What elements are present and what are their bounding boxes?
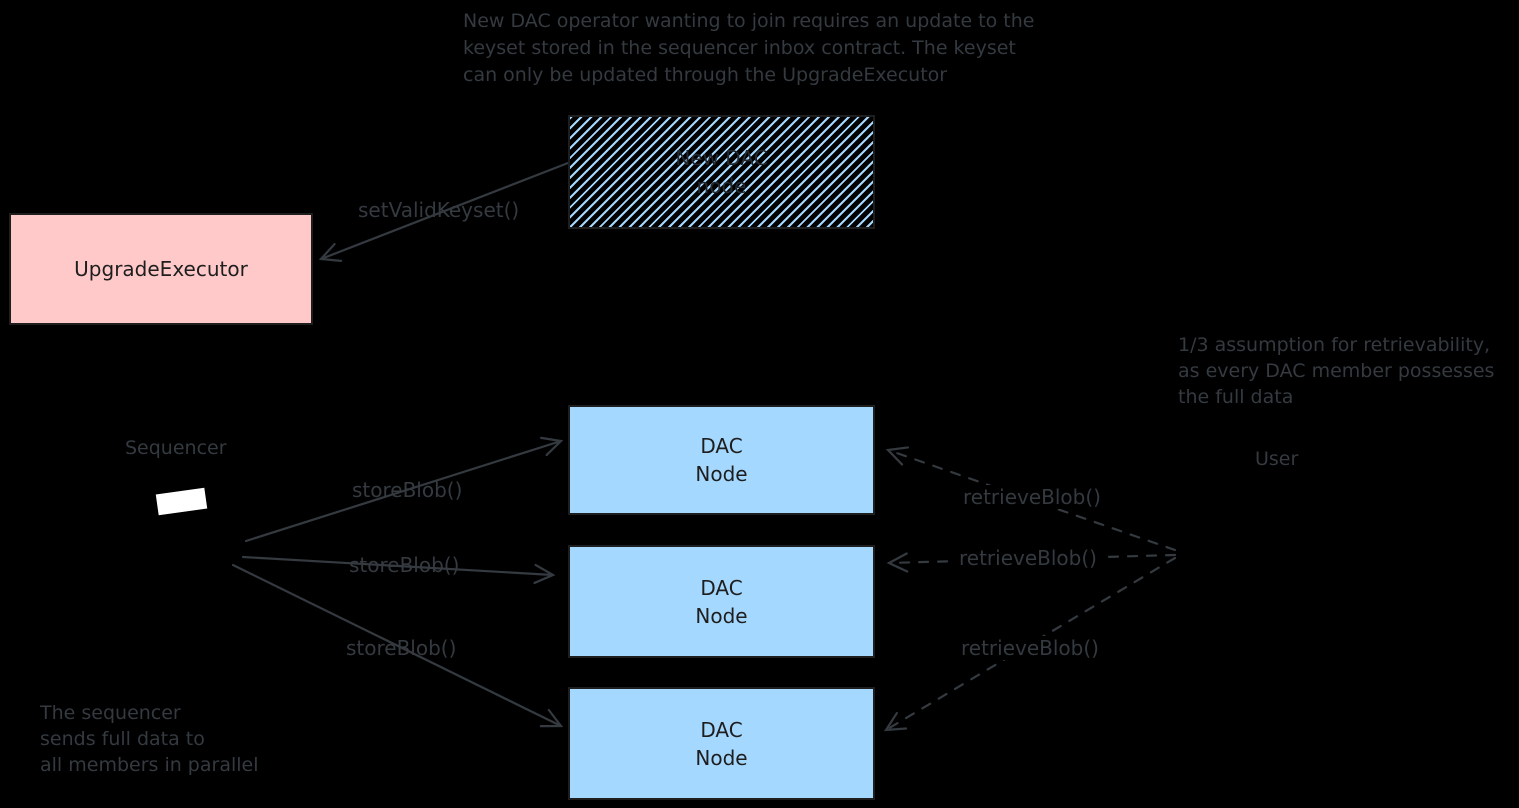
upgrade-executor-box: UpgradeExecutor xyxy=(9,213,313,325)
dac-node-box-1: DAC Node xyxy=(568,405,875,515)
edge-label-retrieve-blob-1: retrieveBlob() xyxy=(960,485,1104,509)
box-label-line: Node xyxy=(695,745,748,770)
box-label-line: DAC xyxy=(700,717,743,742)
sequencer-note: The sequencer sends full data to all mem… xyxy=(40,700,259,778)
edge-label-store-blob-1: storeBlob() xyxy=(352,478,463,502)
edge-label-set-valid-keyset: setValidKeyset() xyxy=(358,198,520,222)
note-line: New DAC operator wanting to join require… xyxy=(463,10,1035,32)
store-blob-arrow-2 xyxy=(241,555,556,585)
new-dac-node-box: New DAC node xyxy=(568,115,875,229)
box-label: UpgradeExecutor xyxy=(74,257,248,281)
dac-node-box-3: DAC Node xyxy=(568,687,875,800)
store-blob-arrow-3 xyxy=(231,563,564,728)
box-label-line: DAC xyxy=(700,575,743,600)
edge-label-store-blob-3: storeBlob() xyxy=(346,636,457,660)
box-label-line: node xyxy=(696,174,747,198)
note-line: sends full data to xyxy=(40,728,205,750)
note-line: all members in parallel xyxy=(40,754,259,776)
note-line: can only be updated through the UpgradeE… xyxy=(463,64,948,86)
edge-label-retrieve-blob-3: retrieveBlob() xyxy=(958,636,1102,660)
dac-node-box-2: DAC Node xyxy=(568,545,875,658)
sequencer-label: Sequencer xyxy=(125,437,227,459)
box-label-line: Node xyxy=(695,462,748,486)
note-line: the full data xyxy=(1178,386,1294,408)
note-line: as every DAC member possesses xyxy=(1178,360,1495,382)
note-line: The sequencer xyxy=(40,702,181,724)
edge-label-retrieve-blob-2: retrieveBlob() xyxy=(956,546,1100,570)
set-valid-keyset-arrow xyxy=(318,161,570,262)
note-line: keyset stored in the sequencer inbox con… xyxy=(463,37,1016,59)
note-line: 1/3 assumption for retrievability, xyxy=(1178,334,1491,356)
edge-label-store-blob-2: storeBlob() xyxy=(349,553,460,577)
box-label-line: New DAC xyxy=(675,146,768,170)
store-blob-arrow-1 xyxy=(244,436,564,543)
box-label-line: DAC xyxy=(700,434,743,458)
user-label: User xyxy=(1255,448,1299,470)
retrieve-blob-arrow-3 xyxy=(883,556,1177,732)
box-label-line: Node xyxy=(695,603,748,628)
assumption-note: 1/3 assumption for retrievability, as ev… xyxy=(1178,332,1494,410)
top-note: New DAC operator wanting to join require… xyxy=(463,8,1034,89)
